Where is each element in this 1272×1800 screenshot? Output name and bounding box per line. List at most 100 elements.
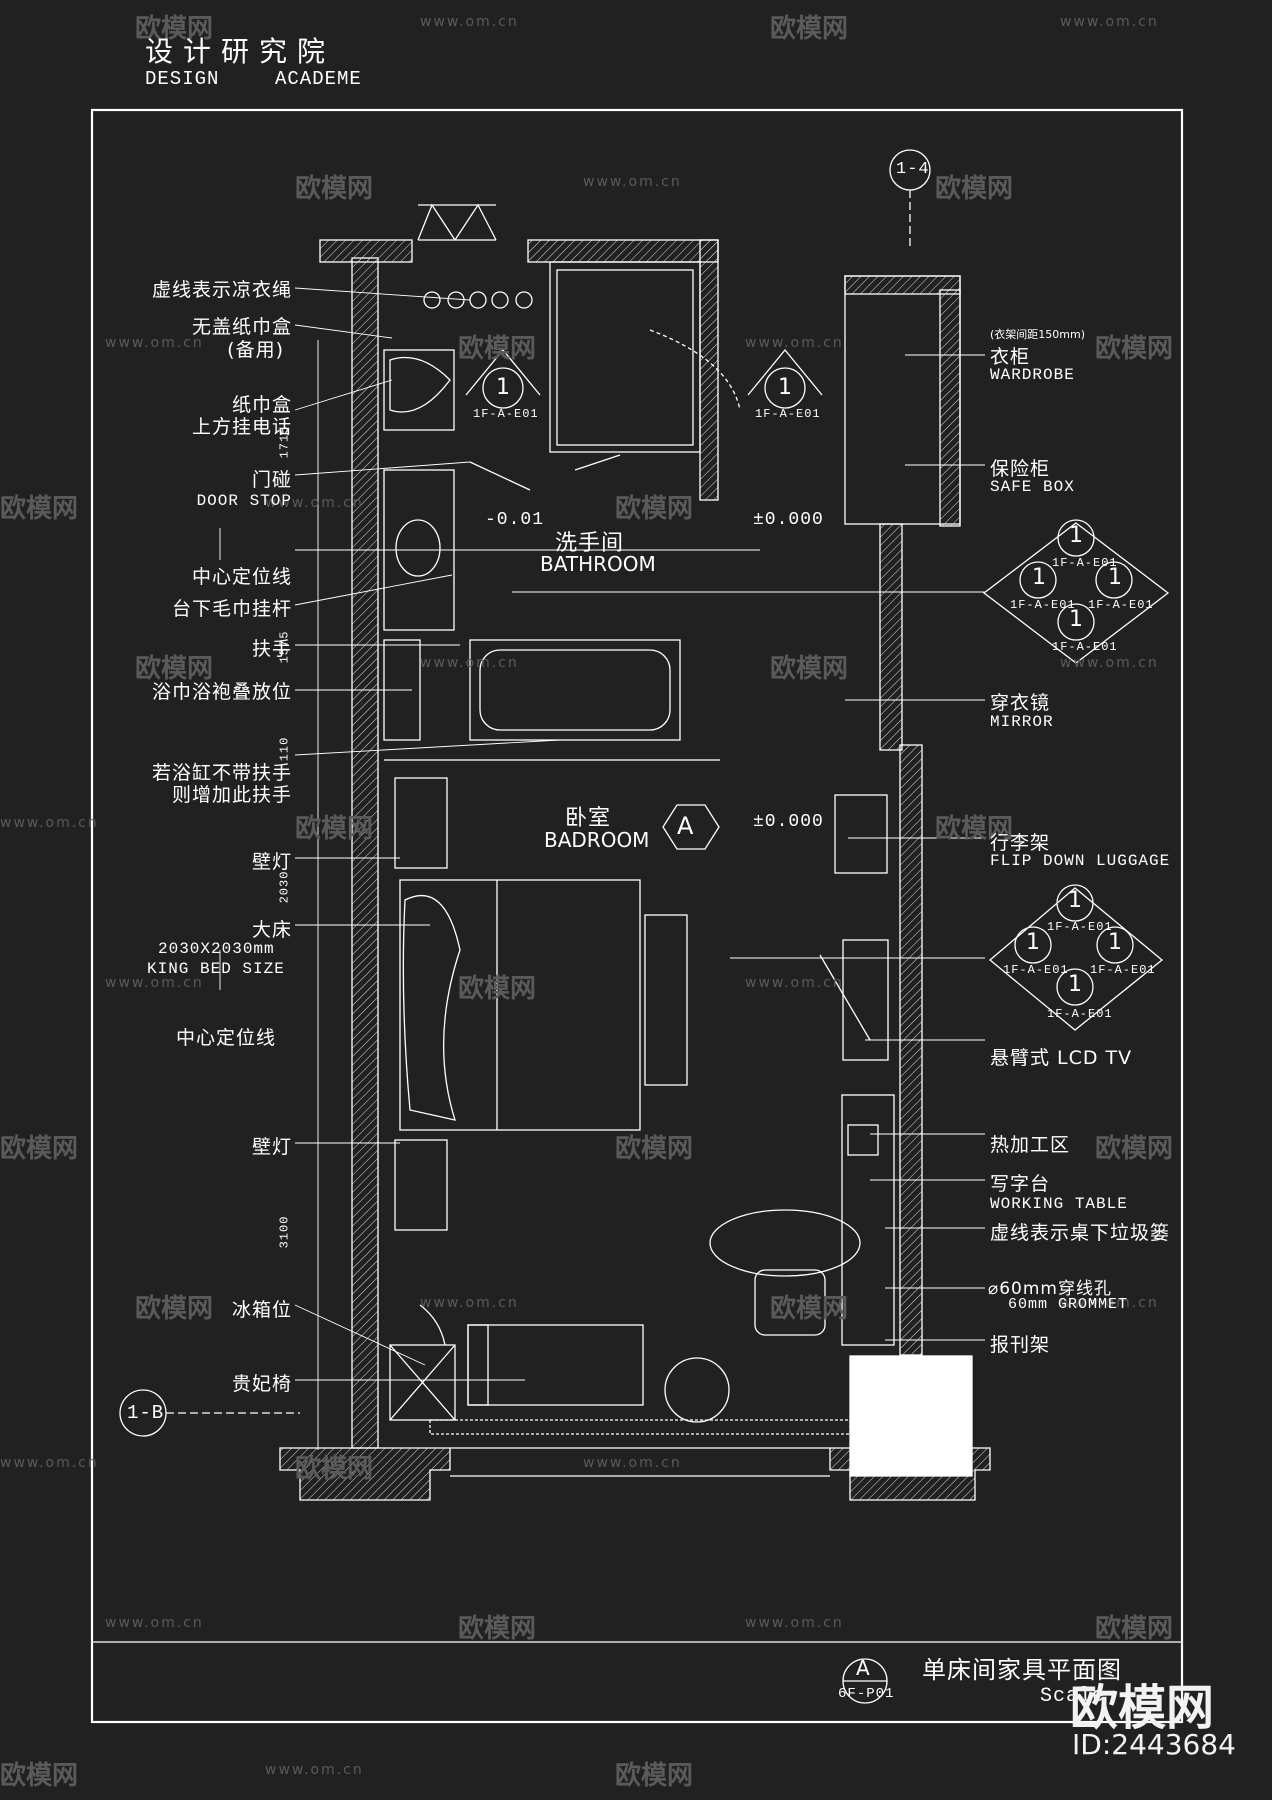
dimension-1575: 1575: [277, 630, 292, 664]
title-block-scale: Scale: [1040, 1685, 1106, 1708]
luggage-rack: [834, 794, 888, 874]
elev-tag-ref: 1F-A-E01: [473, 407, 539, 421]
watermark-url: www.om.cn: [420, 655, 519, 671]
watermark-url: www.om.cn: [0, 1455, 99, 1471]
label-tissue-box-spare: (备用): [227, 339, 284, 361]
watermark-logo: 欧模网: [458, 1614, 537, 1644]
grid-marker-top: 1-4: [896, 160, 930, 179]
watermark-url: www.om.cn: [265, 495, 364, 511]
label-lcd-tv: 悬臂式 LCD TV: [990, 1047, 1133, 1069]
watermark-url: www.om.cn: [105, 975, 204, 991]
watermark-url: www.om.cn: [420, 14, 519, 30]
label-wall-lamp-2: 壁灯: [251, 1136, 292, 1158]
watermark-logo: 欧模网: [770, 654, 849, 684]
wall-left: [351, 257, 379, 1449]
elev-tag-ref: 1F-A-E01: [1090, 963, 1156, 977]
label-wastebasket: 虚线表示桌下垃圾篓: [990, 1222, 1171, 1244]
header-title-cn: 设计研究院: [145, 35, 336, 68]
elev-tag-num: 1: [1026, 930, 1040, 955]
elev-tag-num: 1: [1069, 523, 1083, 548]
watermark-logo: 欧模网: [0, 1134, 79, 1164]
watermark-url: www.om.cn: [1060, 1295, 1159, 1311]
dimension-3100: 3100: [277, 1215, 292, 1249]
elev-tag-num: 1: [1032, 565, 1046, 590]
watermark-logo: 欧模网: [1095, 1134, 1174, 1164]
label-mirror-cn: 穿衣镜: [990, 692, 1051, 714]
label-handrail: 扶手: [251, 638, 292, 660]
grid-marker-left: 1-B: [127, 1402, 165, 1424]
elev-tag-ref: 1F-A-E01: [1052, 640, 1118, 654]
room-bedroom-en: BADROOM: [544, 828, 650, 852]
sheet-border: [90, 108, 1184, 1724]
label-bed-king: KING BED SIZE: [147, 960, 285, 978]
wall-top-left: [319, 239, 413, 263]
label-wardrobe-cn: 衣柜: [990, 346, 1031, 368]
fridge: [389, 1344, 456, 1421]
watermark-url: www.om.cn: [420, 1295, 519, 1311]
watermark-logo: 欧模网: [135, 1294, 214, 1324]
label-tissue-box: 纸巾盒: [231, 394, 292, 416]
watermark-url: www.om.cn: [105, 1615, 204, 1631]
watermark-logo: 欧模网: [135, 14, 214, 44]
room-bathroom-cn: 洗手间: [555, 531, 625, 556]
elev-tag-num: 1: [1068, 888, 1082, 913]
nightstand-bottom: [394, 1139, 448, 1231]
watermark-big-logo: 欧模网: [1070, 1680, 1215, 1736]
bathtub: [469, 639, 681, 741]
room-bathroom-en: BATHROOM: [540, 552, 656, 576]
elev-tag-num: 1: [496, 375, 510, 400]
label-mirror-en: MIRROR: [990, 713, 1054, 731]
watermark-logo: 欧模网: [295, 174, 374, 204]
elev-tag-bath-2: [747, 348, 823, 409]
label-heating-zone: 热加工区: [990, 1134, 1071, 1156]
label-wall-lamp-1: 壁灯: [251, 851, 292, 873]
label-center-line-2: 中心定位线: [176, 1027, 277, 1049]
elev-tag-ref: 1F-A-E01: [1088, 598, 1154, 612]
label-extra-handrail-2: 则增加此扶手: [171, 784, 292, 806]
title-block-tag: A: [856, 1656, 870, 1680]
watermark-logo: 欧模网: [0, 1761, 79, 1791]
watermark-url: www.om.cn: [583, 174, 682, 190]
elev-tag-ref: 1F-A-E01: [755, 407, 821, 421]
label-clothesline: 虚线表示凉衣绳: [151, 279, 292, 301]
shower: [549, 261, 701, 453]
header-title-en-1: DESIGN: [145, 68, 220, 90]
section-tag: A: [677, 812, 694, 840]
label-wardrobe-en: WARDROBE: [990, 366, 1075, 384]
section-tag-hex: [662, 804, 720, 850]
watermark-url: www.om.cn: [745, 975, 844, 991]
watermark-url: www.om.cn: [1060, 14, 1159, 30]
elev-tag-ref: 1F-A-E01: [1010, 598, 1076, 612]
wall-right: [879, 523, 903, 751]
label-door-stop-en: DOOR STOP: [196, 492, 292, 510]
watermark-logo: 欧模网: [295, 1454, 374, 1484]
watermark-logo: 欧模网: [770, 14, 849, 44]
elev-tag-num: 1: [1108, 565, 1122, 590]
label-bed-size: 2030X2030mm: [158, 940, 275, 958]
title-block-title: 单床间家具平面图: [922, 1656, 1122, 1684]
header-title-en-2: ACADEME: [275, 68, 362, 90]
watermark-url: www.om.cn: [583, 1455, 682, 1471]
label-grommet-cn: ⌀60mm穿线孔: [988, 1279, 1112, 1299]
dimension-2030: 2030: [277, 870, 292, 904]
elev-tag-ref: 1F-A-E01: [1003, 963, 1069, 977]
label-center-line-1: 中心定位线: [191, 566, 292, 588]
level-bath: -0.01: [485, 510, 545, 530]
watermark-logo: 欧模网: [770, 1294, 849, 1324]
bed: [399, 879, 641, 1131]
wall-top-mid: [527, 239, 719, 263]
elev-tag-bath-1: [465, 348, 541, 409]
elev-tag-ref: 1F-A-E01: [1047, 1007, 1113, 1021]
watermark-logo: 欧模网: [458, 334, 537, 364]
round-table: [709, 1209, 861, 1277]
label-safe-en: SAFE BOX: [990, 478, 1075, 496]
elev-tag-ref: 1F-A-E01: [1047, 920, 1113, 934]
room-bedroom-cn: 卧室: [565, 806, 612, 831]
watermark-logo: 欧模网: [1095, 1614, 1174, 1644]
label-phone-above: 上方挂电话: [191, 416, 292, 438]
watermark-url: www.om.cn: [0, 815, 99, 831]
label-towel-shelf: 浴巾浴袍叠放位: [151, 681, 292, 703]
label-luggage-cn: 行李架: [990, 832, 1051, 854]
label-magazine-rack: 报刊架: [990, 1334, 1051, 1356]
label-wardrobe-note: (衣架间距150mm): [990, 328, 1086, 341]
